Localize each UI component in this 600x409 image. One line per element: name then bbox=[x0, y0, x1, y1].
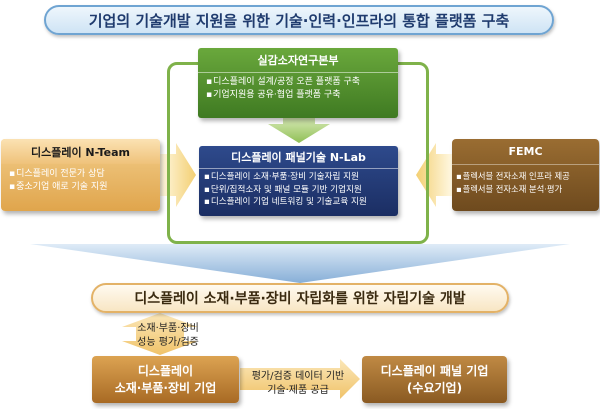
nlab-box: 디스플레이 패널기술 N-Lab 디스플레이 소재·부품·장비 기술자립 지원 … bbox=[199, 146, 398, 216]
research-division-box: 실감소자연구본부 디스플레이 설계/공정 오픈 플랫폼 구축 기업지원용 공유·… bbox=[198, 48, 398, 118]
panel-line1: 디스플레이 패널 기업 bbox=[380, 363, 489, 378]
up-down-arrow bbox=[122, 313, 198, 355]
data-supply-label: 평가/검증 데이터 기반 기술·제품 공급 bbox=[236, 370, 360, 398]
list-item: 플렉서블 전자소재 분석·평가 bbox=[456, 183, 599, 196]
supply-arrow bbox=[240, 359, 360, 399]
femc-heading: FEMC bbox=[452, 139, 599, 165]
list-item: 디스플레이 전문가 상담 bbox=[9, 168, 160, 181]
list-item: 단위/집적소자 및 패널 모듈 기반 기업지원 bbox=[204, 184, 398, 197]
panel-company-box: 디스플레이 패널 기업 (수요기업) bbox=[362, 356, 507, 403]
eval-label-line2: 성능 평가/검증 bbox=[137, 337, 199, 348]
list-item: 디스플레이 설계/공정 오픈 플랫폼 구축 bbox=[206, 76, 398, 89]
material-line2: 소재·부품·장비 기업 bbox=[114, 380, 217, 395]
panel-line2: (수요기업) bbox=[406, 380, 463, 395]
eval-label-line1: 소재·부품·장비 bbox=[137, 323, 199, 334]
title-text: 기업의 기술개발 지원을 위한 기술·인력·인프라의 통합 플랫폼 구축 bbox=[88, 11, 510, 30]
title-banner: 기업의 기술개발 지원을 위한 기술·인력·인프라의 통합 플랫폼 구축 bbox=[44, 5, 554, 35]
femc-box: FEMC 플렉서블 전자소재 인프라 제공 플렉서블 전자소재 분석·평가 bbox=[452, 139, 599, 211]
data-label-line1: 평가/검증 데이터 기반 bbox=[251, 371, 345, 382]
nlab-heading: 디스플레이 패널기술 N-Lab bbox=[199, 146, 398, 169]
list-item: 플렉서블 전자소재 인프라 제공 bbox=[456, 170, 599, 183]
data-label-line2: 기술·제품 공급 bbox=[267, 385, 329, 396]
material-line1: 디스플레이 bbox=[137, 363, 194, 378]
nteam-list: 디스플레이 전문가 상담 중소기업 애로 기술 지원 bbox=[1, 164, 160, 194]
goal-text: 디스플레이 소재·부품·장비 자립화를 위한 자립기술 개발 bbox=[134, 291, 466, 307]
funnel-arrow bbox=[30, 244, 570, 283]
list-item: 중소기업 애로 기술 지원 bbox=[9, 181, 160, 194]
right-arrow bbox=[416, 143, 452, 207]
femc-list: 플렉서블 전자소재 인프라 제공 플렉서블 전자소재 분석·평가 bbox=[452, 165, 599, 196]
list-item: 기업지원용 공유·협업 플랫폼 구축 bbox=[206, 89, 398, 102]
nteam-heading: 디스플레이 N-Team bbox=[1, 139, 160, 164]
goal-banner: 디스플레이 소재·부품·장비 자립화를 위한 자립기술 개발 bbox=[91, 283, 509, 313]
material-company-box: 디스플레이 소재·부품·장비 기업 bbox=[92, 356, 239, 403]
nlab-list: 디스플레이 소재·부품·장비 기술자립 지원 단위/집적소자 및 패널 모듈 기… bbox=[199, 169, 398, 209]
research-division-heading: 실감소자연구본부 bbox=[198, 48, 398, 73]
list-item: 디스플레이 기업 네트워킹 및 기술교육 지원 bbox=[204, 196, 398, 209]
list-item: 디스플레이 소재·부품·장비 기술자립 지원 bbox=[204, 171, 398, 184]
eval-label: 소재·부품·장비 성능 평가/검증 bbox=[120, 322, 216, 350]
nteam-box: 디스플레이 N-Team 디스플레이 전문가 상담 중소기업 애로 기술 지원 bbox=[1, 139, 160, 211]
green-down-arrow bbox=[268, 118, 330, 143]
research-division-list: 디스플레이 설계/공정 오픈 플랫폼 구축 기업지원용 공유·협업 플랫폼 구축 bbox=[198, 73, 398, 102]
